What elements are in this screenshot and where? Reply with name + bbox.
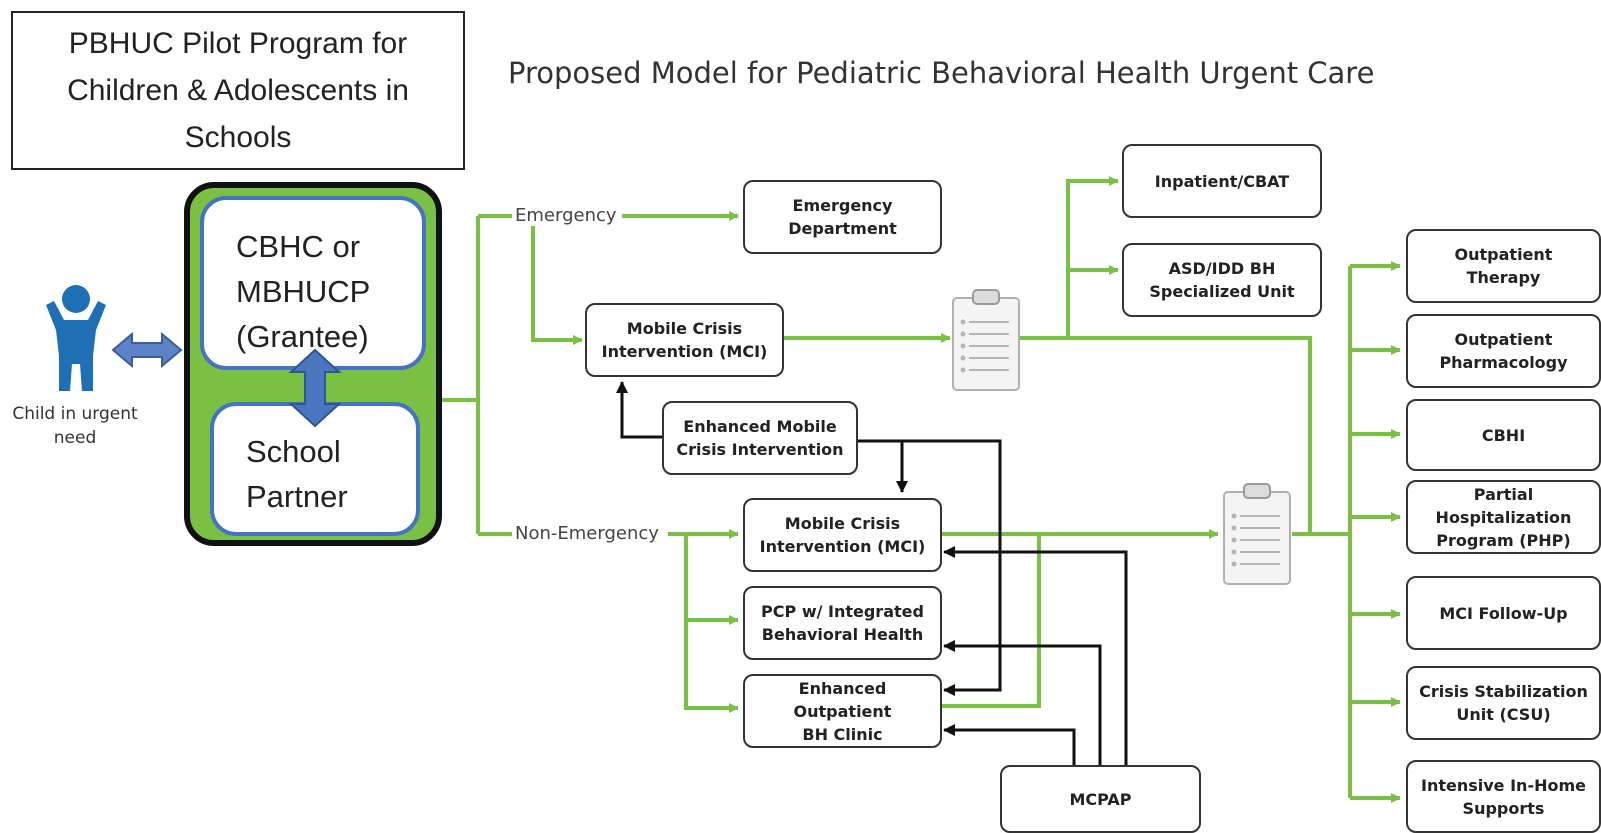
- enhanced-mci-node: Enhanced Mobile Crisis Intervention: [662, 401, 858, 475]
- clipboard-icon: [1223, 483, 1291, 585]
- vertical-double-arrow-icon: [288, 348, 342, 428]
- to-inpatient: [1066, 176, 1119, 338]
- to-mci-top: [531, 226, 583, 345]
- child-icon: [46, 285, 106, 391]
- grantee-box: CBHC or MBHUCP (Grantee): [200, 196, 426, 370]
- outpatient-pharmacology-node: Outpatient Pharmacology: [1406, 314, 1601, 388]
- inpatient-node: Inpatient/CBAT: [1122, 144, 1322, 218]
- mcpap-to-mci-bottom: [943, 546, 1128, 765]
- mci-top-node: Mobile Crisis Intervention (MCI): [585, 303, 784, 377]
- diagram-title: Proposed Model for Pediatric Behavioral …: [508, 56, 1375, 90]
- emergency-department-node: Emergency Department: [743, 180, 942, 254]
- clipboard-icon: [952, 289, 1020, 391]
- in-home-node: Intensive In-Home Supports: [1406, 760, 1601, 833]
- program-title: PBHUC Pilot Program for Children & Adole…: [67, 27, 409, 154]
- child-label: Child in urgent need: [12, 404, 138, 448]
- csu-node: Crisis Stabilization Unit (CSU): [1406, 666, 1601, 740]
- clipboard-top-to-trunk: [1020, 336, 1312, 534]
- enhanced-outpatient-to-line: [942, 534, 1041, 708]
- mci-follow-up-node: MCI Follow-Up: [1406, 576, 1601, 650]
- enhanced-mci-to-enhanced-outpatient: [856, 439, 1002, 696]
- emergency-label: Emergency: [512, 205, 620, 226]
- non-emergency-label: Non-Emergency: [512, 523, 662, 544]
- pcp-node: PCP w/ Integrated Behavioral Health: [743, 586, 942, 660]
- mcpap-to-enhanced-outpatient: [943, 724, 1076, 765]
- program-title-box: PBHUC Pilot Program for Children & Adole…: [11, 11, 465, 170]
- mcpap-node: MCPAP: [1000, 765, 1201, 833]
- mci-bottom-node: Mobile Crisis Intervention (MCI): [743, 498, 942, 572]
- enhanced-mci-to-mci-top: [616, 381, 662, 439]
- mcpap-to-pcp: [943, 640, 1102, 765]
- outpatient-therapy-node: Outpatient Therapy: [1406, 229, 1601, 303]
- php-node: Partial Hospitalization Program (PHP): [1406, 480, 1601, 554]
- black-flow-lines: [616, 381, 1128, 765]
- double-arrow-icon: [111, 331, 183, 369]
- asd-idd-node: ASD/IDD BH Specialized Unit: [1122, 243, 1322, 317]
- enhanced-outpatient-node: Enhanced Outpatient BH Clinic: [743, 674, 942, 748]
- green-flow-lines: [442, 176, 1401, 803]
- cbhi-node: CBHI: [1406, 399, 1601, 471]
